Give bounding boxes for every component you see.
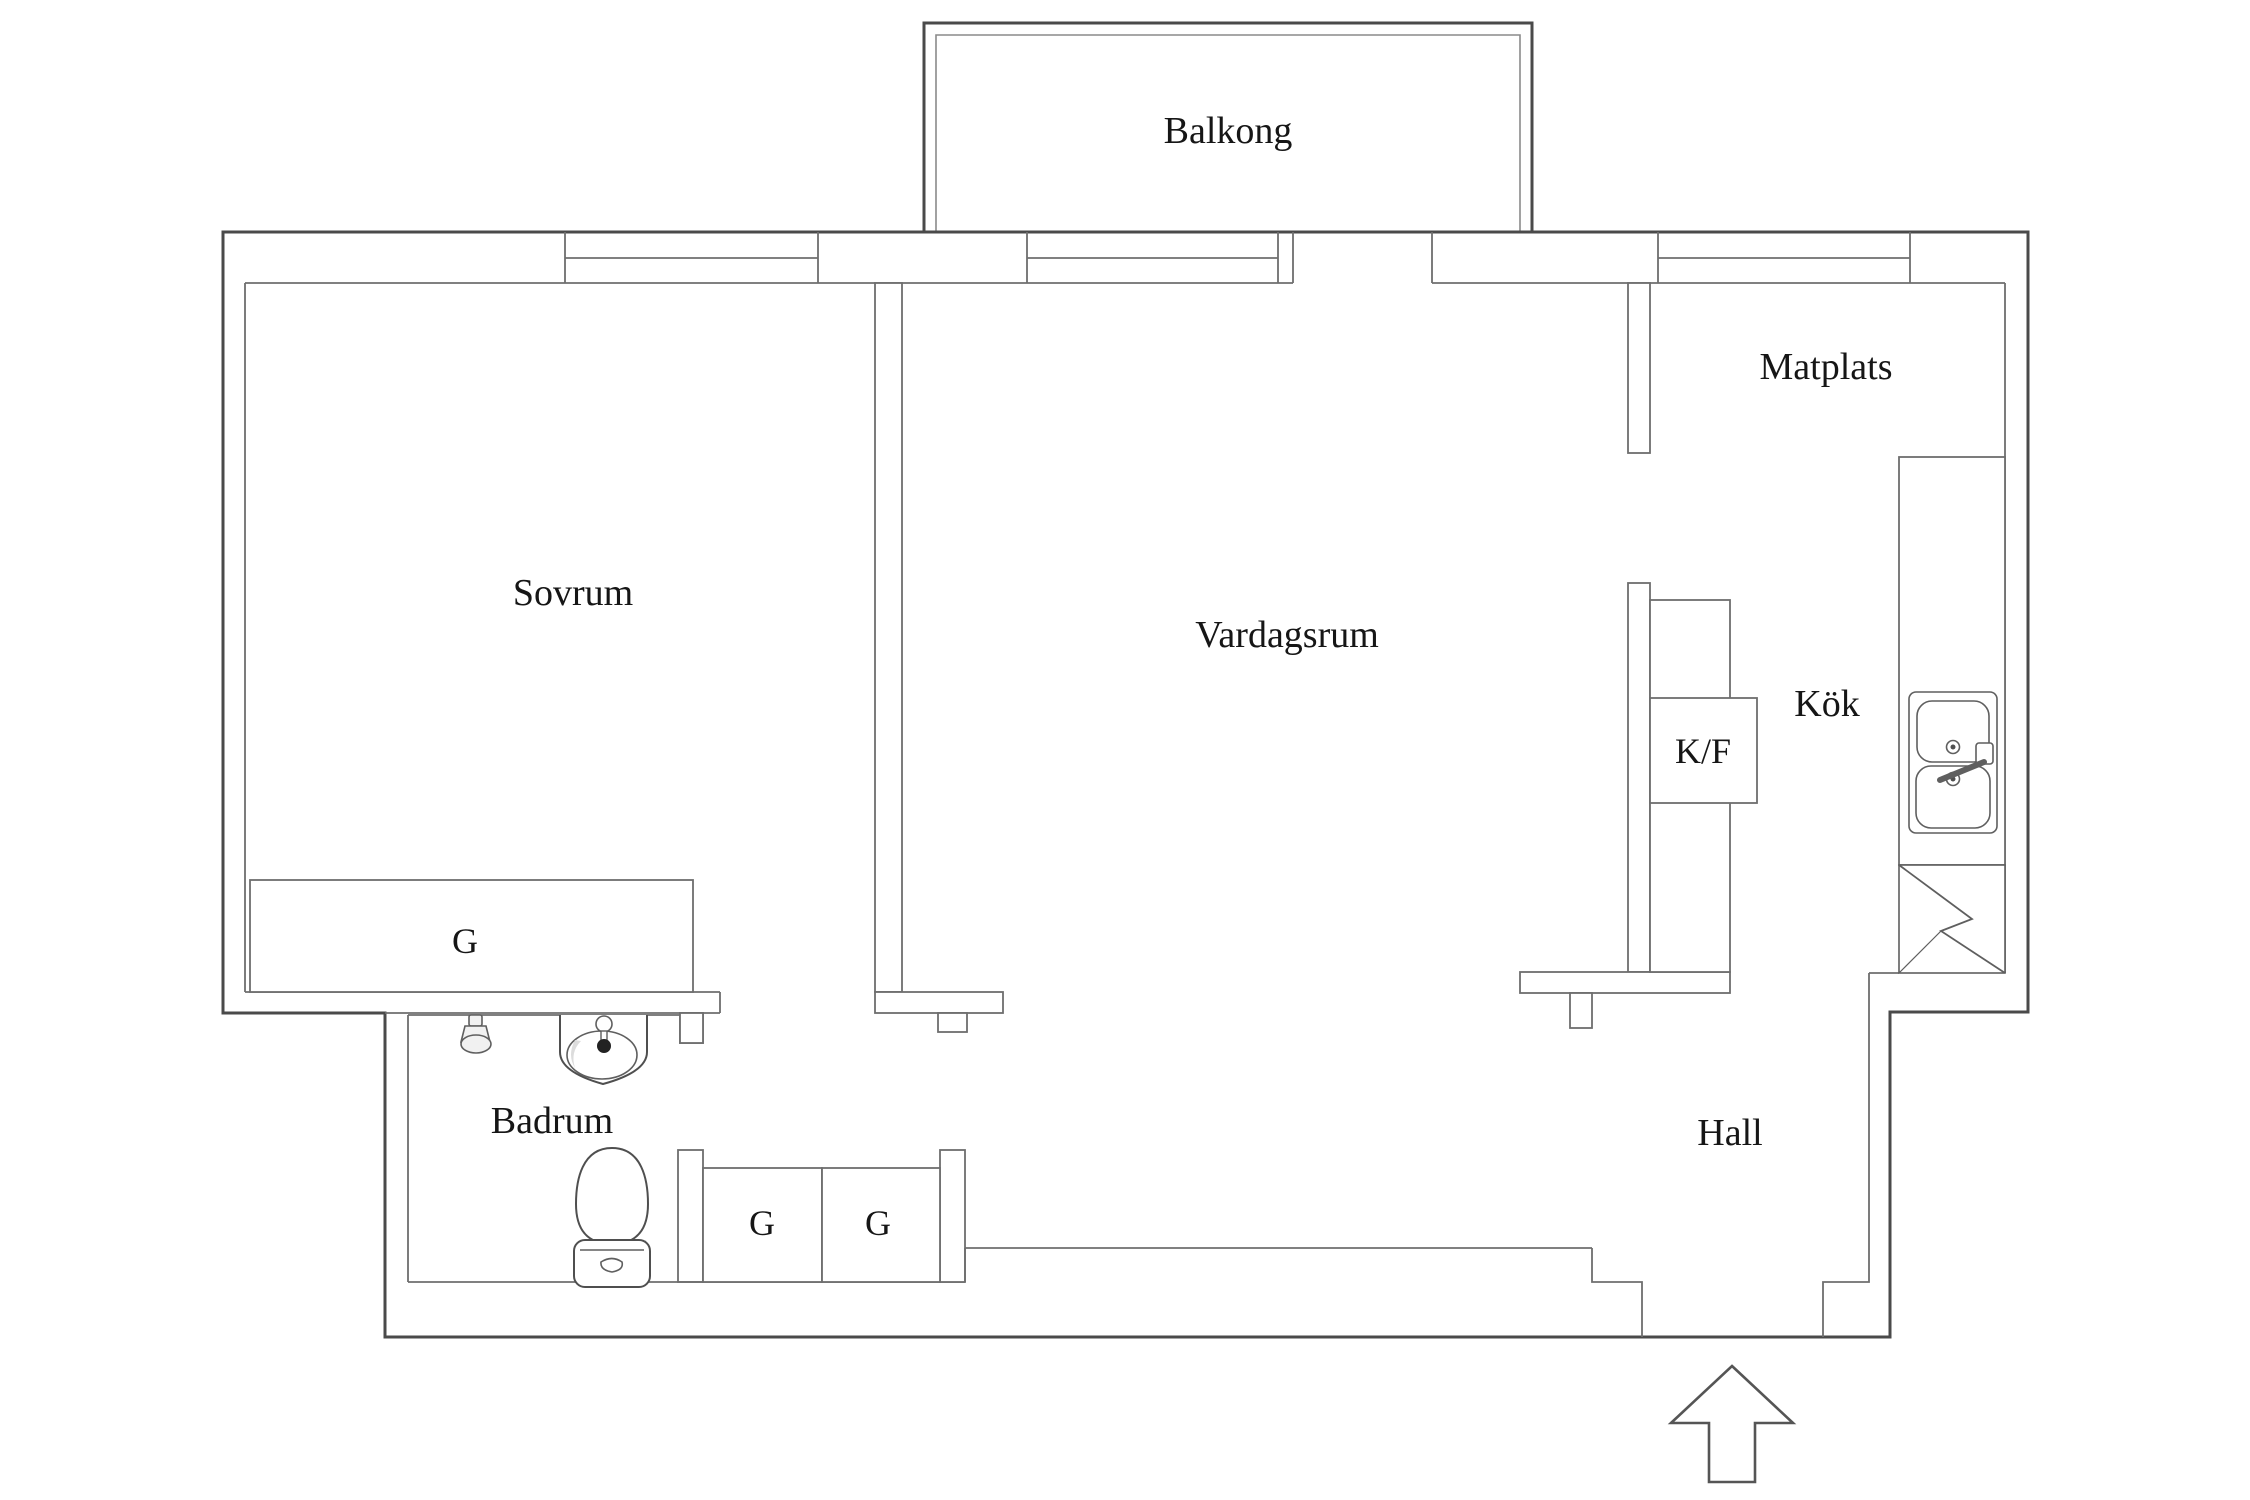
bedroom-wardrobe-box [249, 879, 694, 993]
living-room-label: Vardagsrum [1195, 614, 1379, 656]
fridge-freezer-box [1649, 697, 1758, 804]
balcony-structure [922, 21, 1534, 232]
hall-wardrobe-box [821, 1167, 941, 1283]
basin-shading [571, 1040, 581, 1068]
kitchen-peninsula-wall [1627, 582, 1651, 973]
faucet-dot [597, 1039, 611, 1053]
kitchen-south-wall [1519, 971, 1731, 994]
toilet-handle [600, 1257, 624, 1273]
faucet-knob [595, 1015, 613, 1033]
living-dining-divider-stub [1627, 282, 1651, 454]
door-jamb [937, 1012, 968, 1033]
dining-window [1657, 232, 1911, 283]
stove-icon [1898, 864, 2006, 974]
room-labels: Balkong Sovrum Vardagsrum Matplats Kök B… [452, 110, 1892, 1243]
hall-wardrobe-label-2: G [865, 1203, 891, 1243]
balcony-label: Balkong [1164, 110, 1293, 152]
entrance-recess-right [1822, 973, 1870, 1337]
hall-label: Hall [1697, 1112, 1762, 1154]
dining-area-label: Matplats [1760, 346, 1893, 388]
bedroom-wardrobe-label: G [452, 921, 478, 961]
faucet-spout [1937, 759, 1987, 783]
bedroom-window [564, 232, 819, 283]
bathroom-right-wall-lower [677, 1149, 704, 1283]
bathroom-door-jamb-upper [679, 1012, 704, 1044]
hall-wardrobe-box [702, 1167, 823, 1283]
wardrobe-niche-wall [939, 1149, 966, 1283]
entrance-arrow-icon [1667, 1364, 1797, 1484]
entrance-recess-left [1591, 1248, 1643, 1337]
bedroom-label: Sovrum [513, 572, 633, 614]
balcony-outer-wall [922, 21, 1534, 232]
hall-wardrobe-label-1: G [749, 1203, 775, 1243]
kitchen-sink-icon [1908, 691, 1998, 834]
shower-tap-icon [459, 1014, 492, 1054]
exterior-wall-outline [221, 230, 2030, 1339]
drain-dot [1950, 744, 1956, 750]
balcony-inner-wall [935, 34, 1521, 232]
bathroom-label: Badrum [491, 1100, 613, 1142]
bedroom-living-divider-wall [874, 282, 903, 993]
kitchen-label: Kök [1794, 683, 1859, 725]
toilet-icon [573, 1146, 651, 1288]
door-jamb [1569, 992, 1593, 1029]
fridge-freezer-label: K/F [1675, 731, 1731, 771]
balcony-window [1026, 232, 1433, 283]
living-room-south-wall-stub [874, 991, 1004, 1014]
toilet-bowl [574, 1146, 650, 1246]
bathroom-sink-icon [559, 1015, 648, 1086]
